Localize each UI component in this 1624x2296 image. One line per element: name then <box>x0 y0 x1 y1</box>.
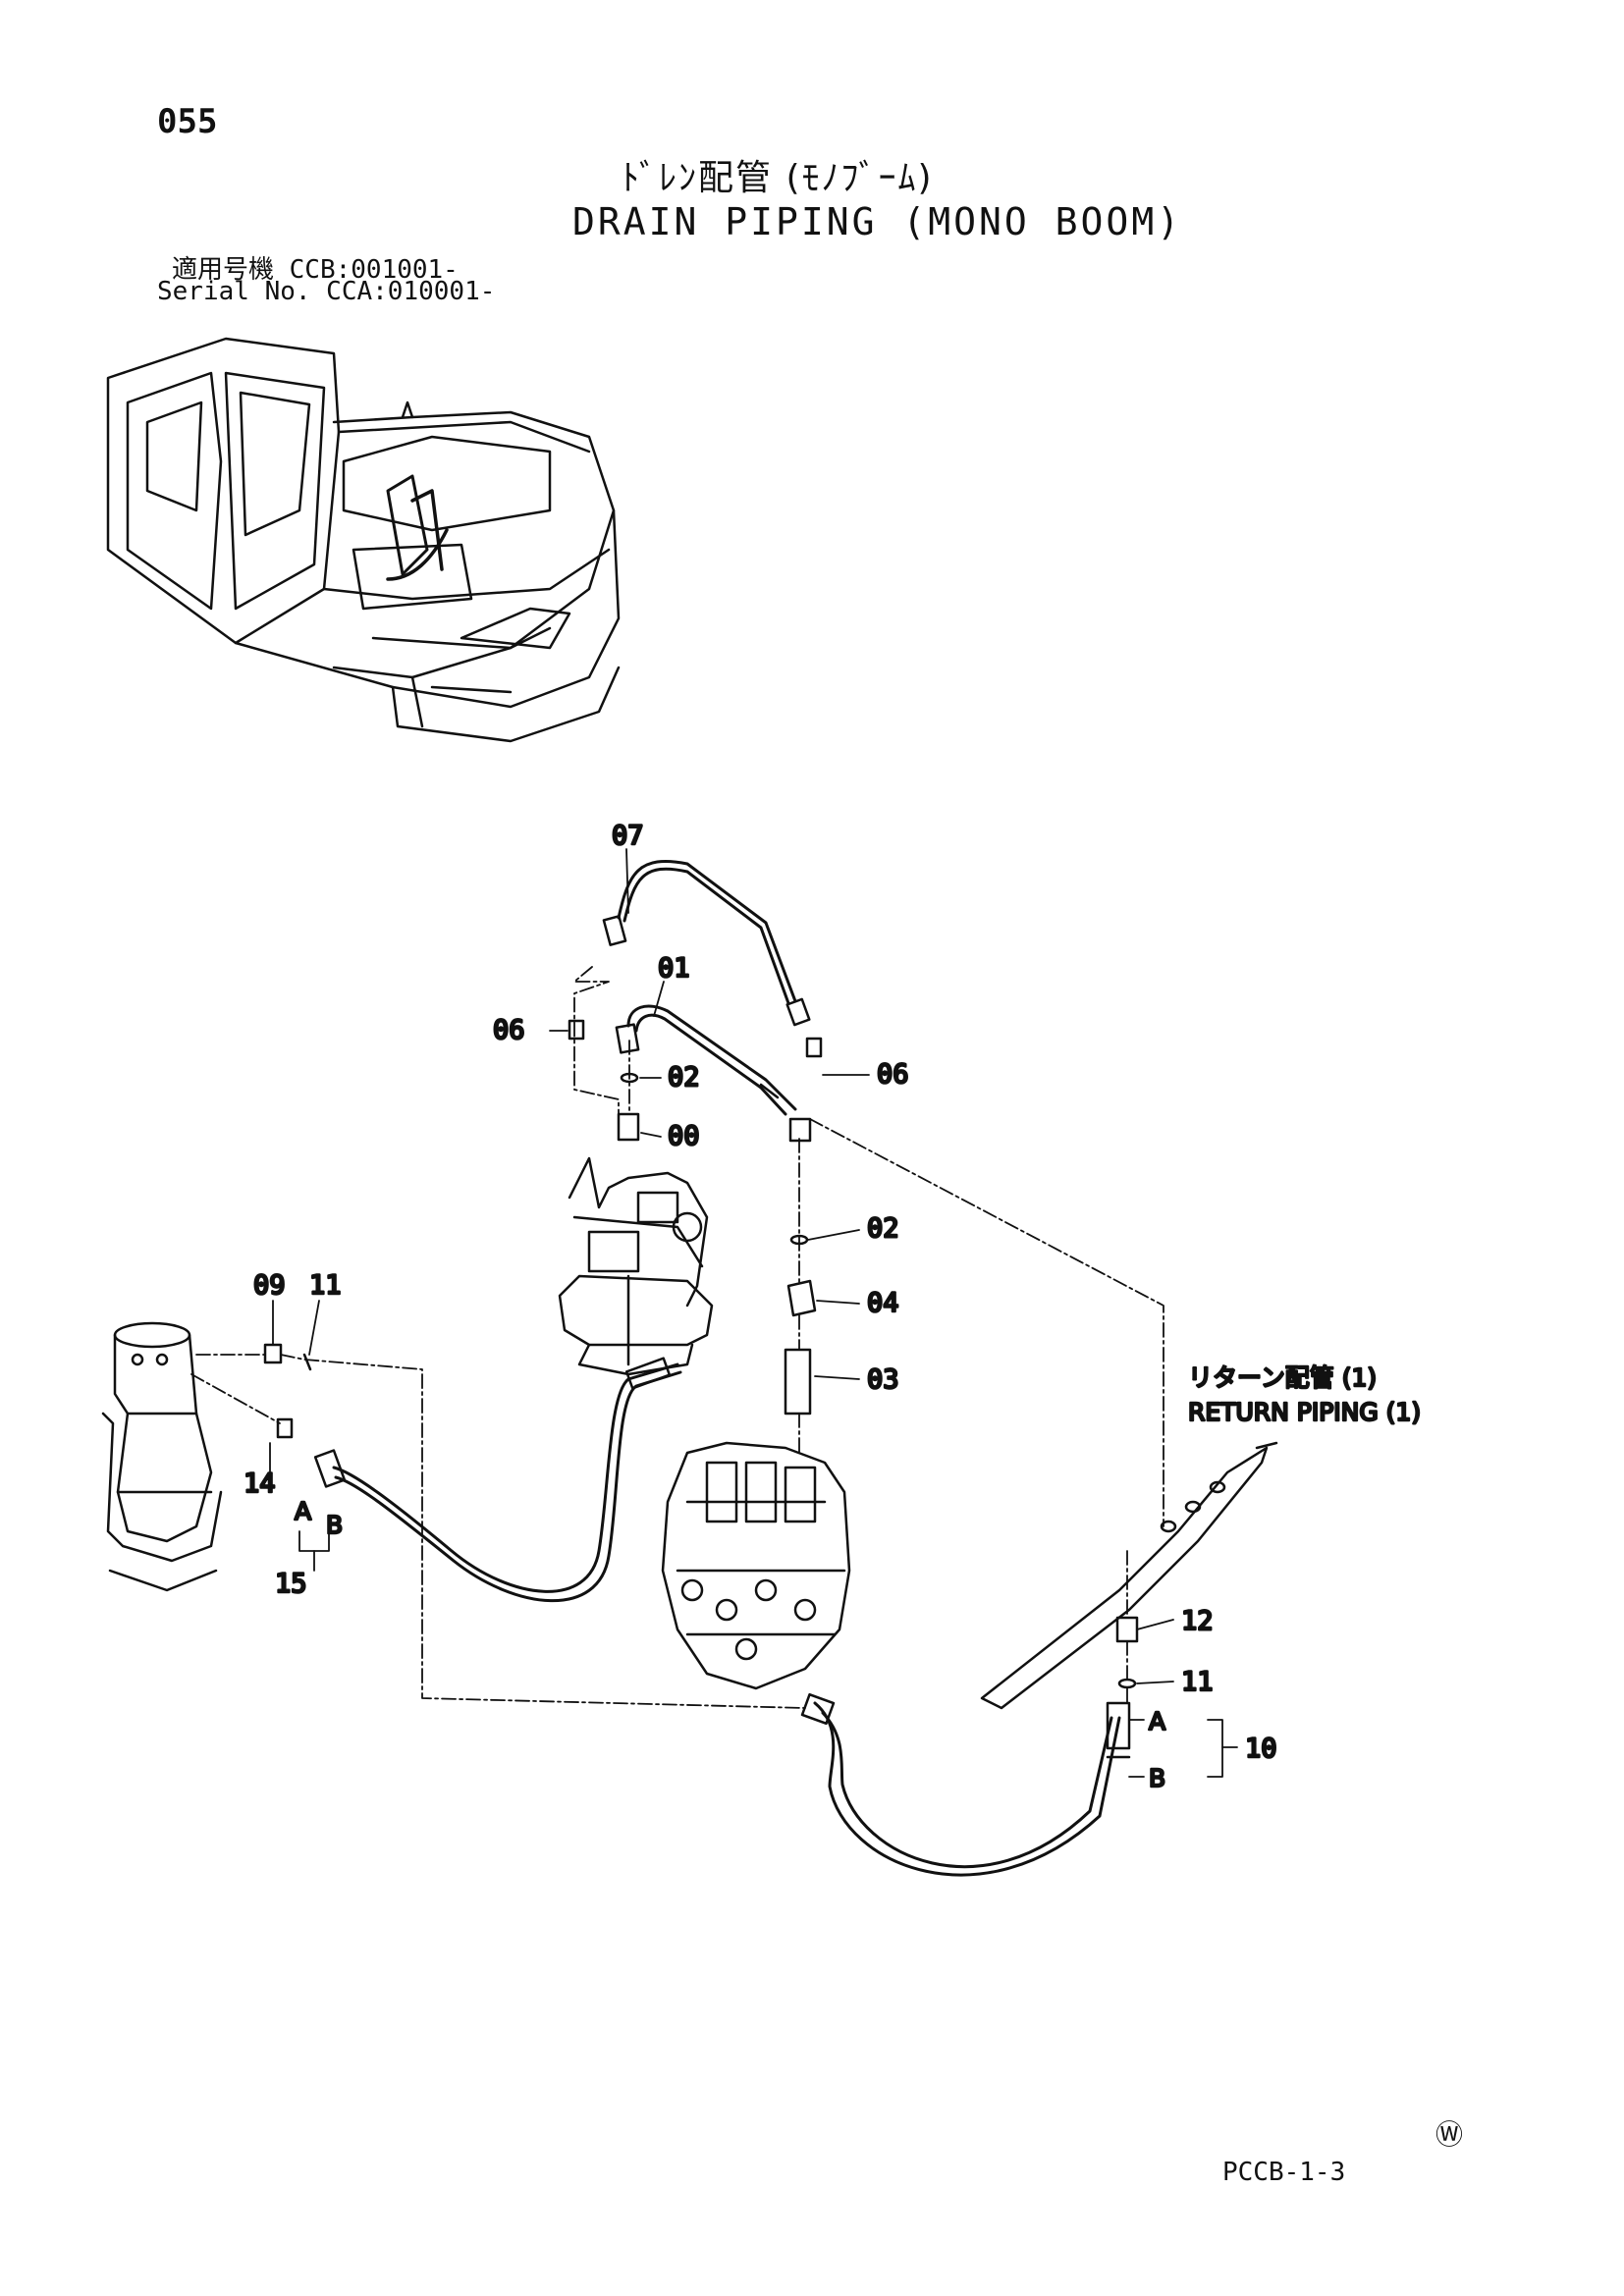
callout-02-lower: 02 <box>867 1213 899 1244</box>
serial-applicability-jp: 適用号機 CCB:001001- <box>172 255 459 285</box>
callout-b-left: B <box>326 1511 343 1539</box>
leader-lines <box>269 848 1238 1778</box>
callout-11-upper: 11 <box>309 1270 342 1301</box>
hose-01 <box>615 1004 812 1143</box>
callout-06-right: 06 <box>877 1059 909 1090</box>
hose-15 <box>313 1357 682 1603</box>
callout-04: 04 <box>867 1288 899 1318</box>
callout-a-right: A <box>1149 1707 1165 1735</box>
title-japanese: ﾄﾞﾚﾝ配管 (ﾓﾉﾌﾞｰﾑ) <box>622 158 934 198</box>
callout-03: 03 <box>867 1364 899 1395</box>
callout-b-right: B <box>1149 1764 1165 1792</box>
center-joint <box>101 1321 223 1592</box>
callout-02-upper: 02 <box>668 1062 700 1093</box>
callout-14: 14 <box>244 1468 276 1499</box>
serial-applicability-en: Serial No. CCA:010001- <box>157 277 496 306</box>
watermark-mark: Ⓦ <box>1435 2118 1464 2151</box>
callout-12: 12 <box>1181 1606 1214 1636</box>
swing-motor <box>558 1156 714 1376</box>
return-piping-label-jp: リターン配管 (1) <box>1188 1363 1377 1392</box>
control-valve <box>661 1441 851 1690</box>
callout-15: 15 <box>275 1569 307 1599</box>
fittings <box>263 1019 823 1439</box>
callout-a-left: A <box>295 1497 311 1525</box>
callout-06-left: 06 <box>493 1015 525 1045</box>
return-pipe <box>980 1441 1278 1710</box>
callout-11-lower: 11 <box>1181 1667 1214 1697</box>
hose-07 <box>602 859 811 1027</box>
callout-09: 09 <box>253 1270 286 1301</box>
callout-01: 01 <box>658 953 690 984</box>
machine-overview-illustration <box>106 337 621 743</box>
connection-lines <box>190 966 1164 1709</box>
callout-07: 07 <box>612 821 644 851</box>
callout-00: 00 <box>668 1121 700 1151</box>
hose-10 <box>800 1616 1139 1877</box>
callout-10: 10 <box>1245 1734 1277 1764</box>
page-title: DRAIN PIPING (MONO BOOM) <box>572 200 1183 243</box>
return-piping-label-en: RETURN PIPING (1) <box>1188 1398 1421 1426</box>
page-number: 055 <box>157 102 218 141</box>
reference-code: PCCB-1-3 <box>1222 2158 1346 2187</box>
